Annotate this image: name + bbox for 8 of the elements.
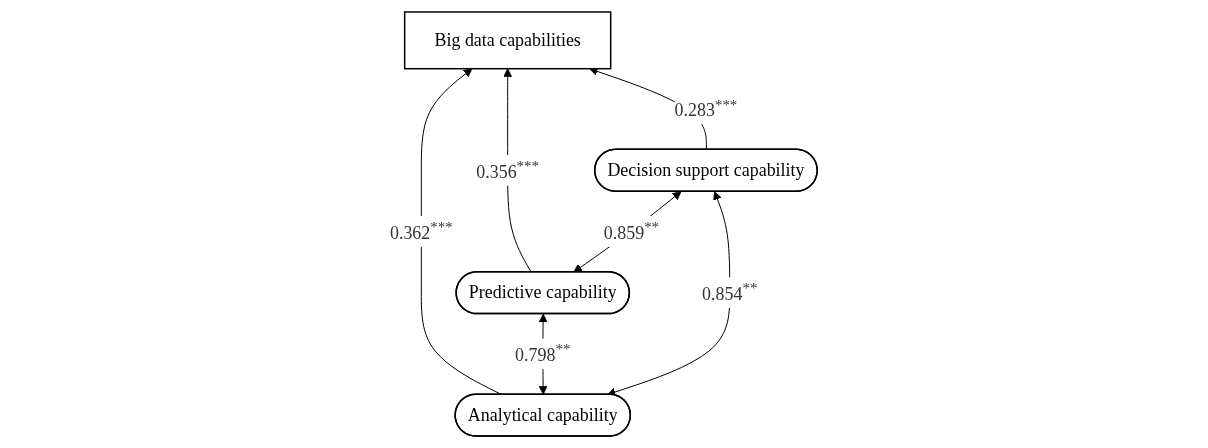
edge-label: 0.356$^{***}$ [476,157,540,182]
edge-label: 0.798$^{**}$ [515,341,571,366]
edge-label: 0.859$^{**}$ [604,219,660,243]
node-box: Big data capabilities [404,11,612,70]
arrow [573,191,682,273]
edge-label: 0.362$^{***}$ [390,219,454,243]
edge-label: 0.854$^{**}$ [702,280,758,305]
edge-label: 0.283$^{***}$ [675,96,738,121]
